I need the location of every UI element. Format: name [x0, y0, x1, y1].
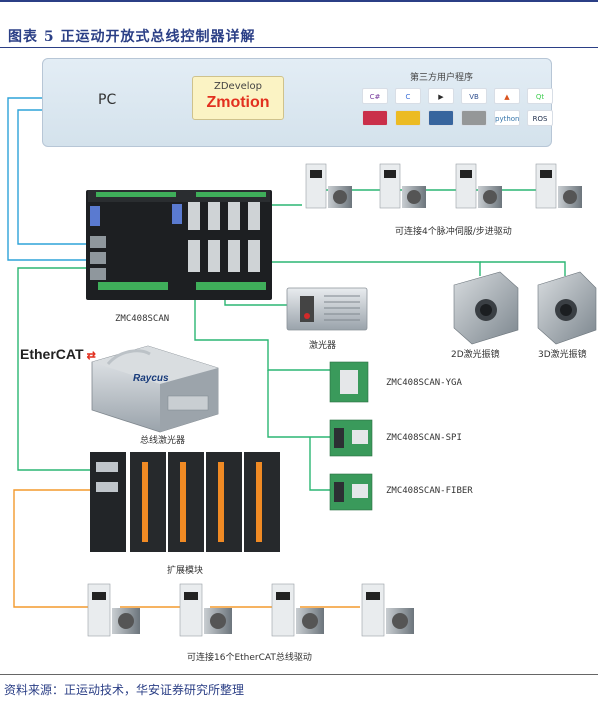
board-yga-label: ZMC408SCAN-YGA — [386, 378, 462, 388]
zdevelop-card: ZDevelop Zmotion — [192, 76, 284, 120]
servo-caption: 可连接4个脉冲伺服/步进驱动 — [395, 227, 512, 237]
bus-laser-caption: 总线激光器 — [140, 436, 186, 446]
bottom-rule — [0, 674, 598, 675]
galvo-2d — [453, 271, 519, 345]
bus-laser-unit — [91, 345, 219, 433]
labview-icon — [362, 110, 388, 126]
laser-caption: 激光器 — [309, 341, 337, 351]
board-yga — [329, 361, 369, 403]
pulse-servo-drives — [305, 163, 582, 209]
ethercat-logo: EtherCAT ⇄ — [20, 346, 96, 362]
controller-label: ZMC408SCAN — [115, 314, 170, 324]
title-rule — [0, 47, 598, 48]
zdevelop-name: ZDevelop — [213, 81, 263, 92]
board-spi — [329, 419, 373, 457]
figure-title: 图表 5 正运动开放式总线控制器详解 — [8, 29, 256, 45]
ni-icon — [428, 110, 454, 126]
pc-connection-line — [7, 97, 88, 261]
ethercat-servo-drives — [87, 583, 414, 637]
galvo-3d — [537, 271, 597, 345]
zmc408scan-controller — [86, 190, 272, 300]
board-fiber-label: ZMC408SCAN-FIBER — [386, 486, 473, 496]
galvo-2d-caption: 2D激光振镜 — [451, 350, 500, 360]
zmotion-logo: Zmotion — [206, 94, 270, 111]
ethercat-label: EtherCAT — [20, 346, 84, 362]
vb-icon: VB — [461, 88, 487, 104]
raycus-logo: Raycus — [133, 373, 169, 384]
android-icon — [461, 110, 487, 126]
media-icon: ▶ — [428, 88, 454, 104]
ethercat-drives-caption: 可连接16个EtherCAT总线驱动 — [187, 653, 312, 663]
board-spi-label: ZMC408SCAN-SPI — [386, 433, 462, 443]
third-party-label: 第三方用户程序 — [410, 73, 474, 83]
board-fiber — [329, 473, 373, 511]
csharp-icon: C# — [362, 88, 388, 104]
ethercat-chain-line — [13, 489, 360, 608]
python-icon: python — [494, 110, 520, 126]
qt-icon: Qt — [527, 88, 553, 104]
expansion-caption: 扩展模块 — [167, 566, 204, 576]
expansion-modules — [90, 452, 280, 552]
source-note: 资料来源：正运动技术，华安证券研究所整理 — [4, 683, 245, 697]
ros-icon: ROS — [527, 110, 553, 126]
pc-label: PC — [98, 92, 117, 108]
galvo-3d-caption: 3D激光振镜 — [538, 350, 587, 360]
linux-icon — [395, 110, 421, 126]
laser-unit — [286, 287, 368, 331]
c-lang-icon: C — [395, 88, 421, 104]
matlab-icon: ▲ — [494, 88, 520, 104]
top-rule — [0, 0, 598, 2]
